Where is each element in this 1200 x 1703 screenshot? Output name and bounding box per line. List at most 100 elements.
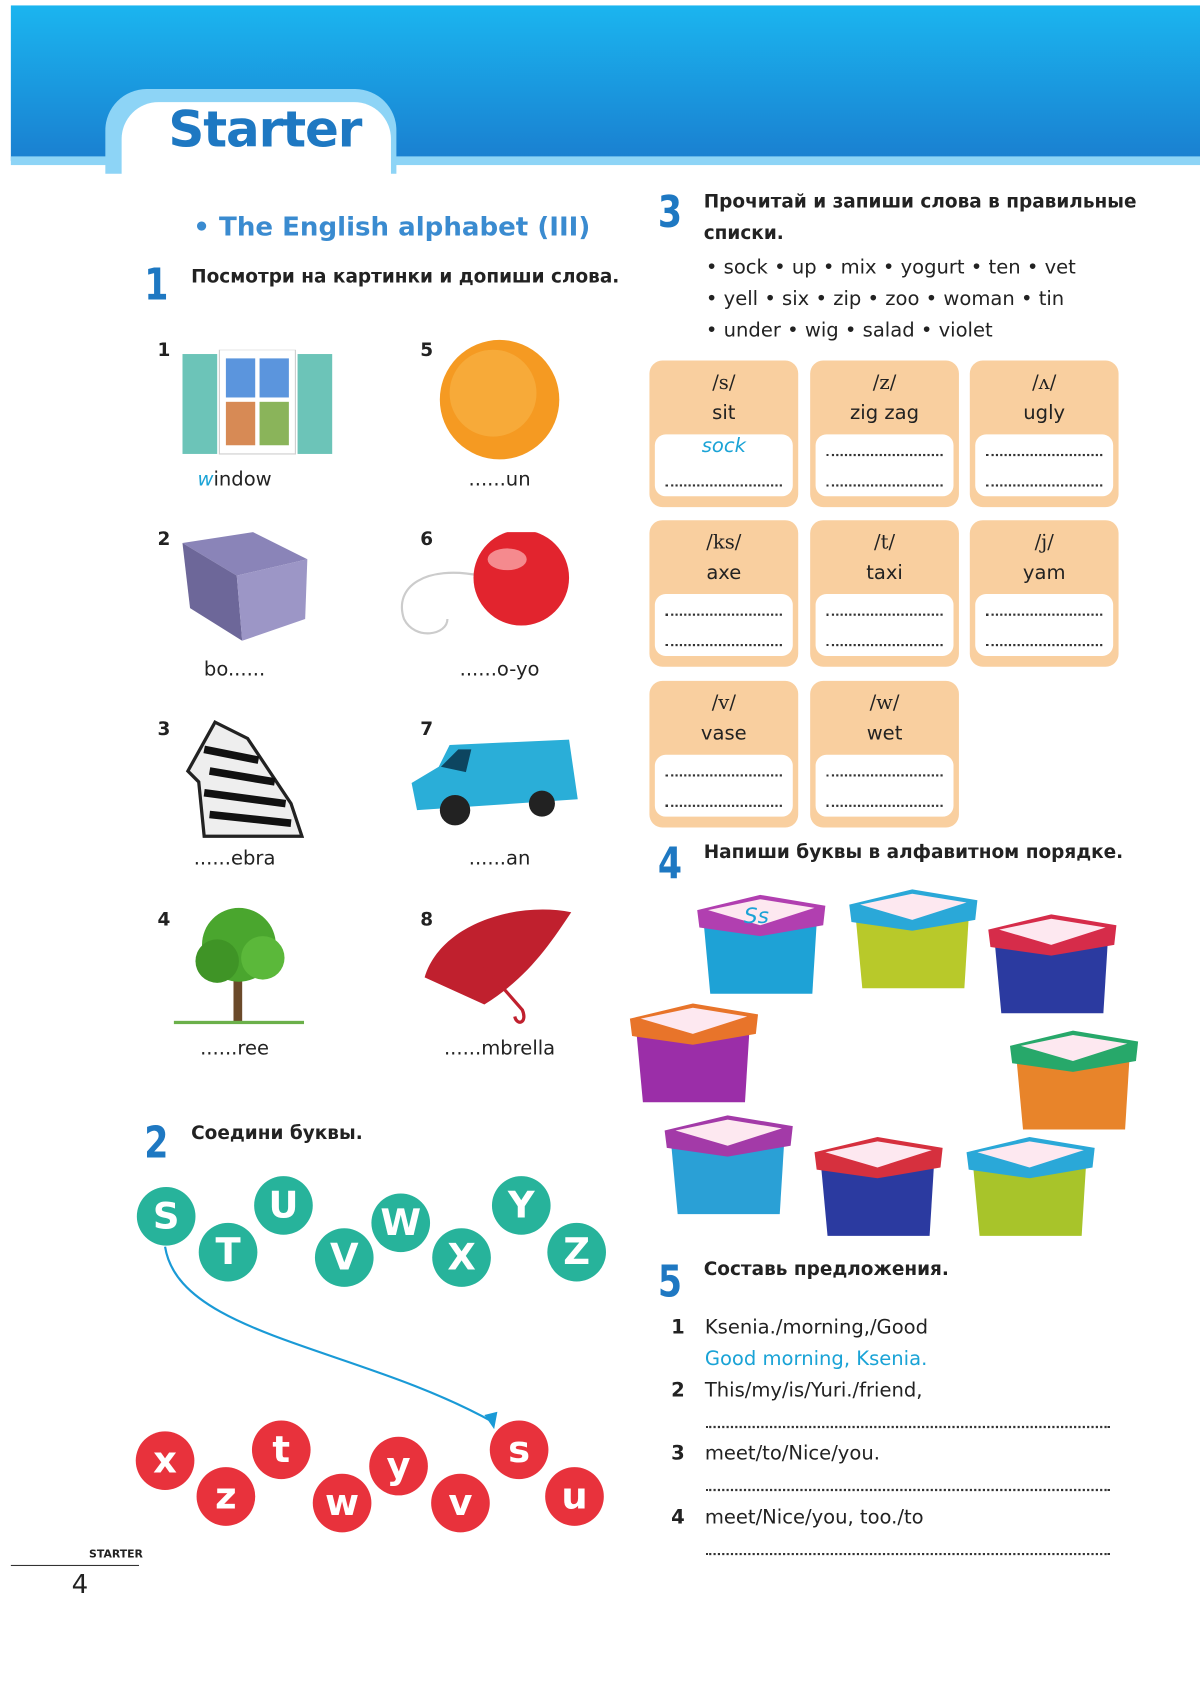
answer-box[interactable] (975, 594, 1114, 656)
answer-line[interactable] (826, 613, 943, 616)
uppercase-letter-circle[interactable]: S (136, 1186, 196, 1246)
uppercase-letter-circle[interactable]: X (432, 1228, 491, 1287)
sun-icon (439, 339, 560, 460)
example-word: sit (712, 401, 736, 425)
sound-card: /ʌ/ugly (969, 360, 1119, 508)
lowercase-letter-circle[interactable]: s (489, 1420, 549, 1480)
lowercase-letter-circle[interactable]: y (369, 1436, 428, 1496)
window-icon (182, 349, 333, 455)
letter-box[interactable]: Ss (695, 891, 831, 1000)
answer-line[interactable] (986, 453, 1103, 457)
picture-number: 1 (157, 339, 171, 362)
answer-line[interactable] (826, 804, 943, 807)
word-list-line: • sock • up • mix • yogurt • ten • vet (705, 256, 1076, 280)
example-word: yam (1022, 561, 1066, 585)
letter-box[interactable] (1008, 1026, 1144, 1135)
exercise-number-1: 1 (144, 260, 169, 311)
answer-line[interactable] (826, 484, 943, 487)
letter-box[interactable] (847, 885, 983, 994)
title-tab-inner (121, 102, 391, 179)
answer-line[interactable] (826, 774, 943, 777)
exercise-1-instruction: Посмотри на картинки и допиши слова. (191, 266, 620, 288)
header-stripe (10, 156, 1200, 166)
exercise-number-3: 3 (657, 187, 683, 238)
scrambled-sentence: meet/to/Nice/you. (704, 1442, 880, 1466)
word-label: ......un (468, 468, 531, 491)
footer-section: STARTER (89, 1548, 143, 1561)
picture-number: 4 (157, 908, 171, 931)
letter-box[interactable] (964, 1133, 1100, 1242)
uppercase-letter-circle[interactable]: T (198, 1222, 258, 1282)
sound-symbol: /ʌ/ (1032, 371, 1057, 395)
exercise-number-4: 4 (657, 839, 683, 890)
answer-box[interactable] (975, 434, 1114, 497)
uppercase-letter-circle[interactable]: Z (547, 1222, 606, 1282)
lowercase-letter-circle[interactable]: x (135, 1431, 195, 1490)
example-answer: Good morning, Ksenia. (704, 1347, 928, 1371)
tree-icon (173, 907, 305, 1025)
letter-box[interactable] (628, 999, 764, 1108)
answer-line[interactable] (665, 643, 782, 647)
sound-card: /j/yam (969, 520, 1119, 667)
page-title: Starter (168, 99, 362, 159)
sound-card: /t/taxi (810, 520, 959, 667)
lowercase-letter-circle[interactable]: z (196, 1467, 256, 1526)
answer-line[interactable] (665, 804, 782, 807)
picture-number: 5 (420, 339, 434, 362)
answer-line[interactable] (986, 484, 1103, 487)
word-label: ......mbrella (443, 1037, 556, 1060)
scrambled-sentence: Ksenia./morning,/Good (704, 1316, 929, 1340)
box-icon (182, 532, 308, 641)
answer-line[interactable] (705, 1488, 1110, 1492)
sound-symbol: /j/ (1034, 531, 1054, 554)
answer-line[interactable] (826, 643, 943, 647)
answer-line[interactable] (986, 613, 1103, 616)
answer-box[interactable] (815, 434, 954, 497)
example-word: wet (866, 722, 903, 745)
answer-line[interactable] (665, 774, 782, 777)
example-word: zig zag (850, 401, 920, 425)
sound-card: /z/zig zag (810, 360, 959, 508)
sentence-number: 1 (671, 1316, 685, 1340)
zebra-icon (185, 720, 305, 838)
lowercase-letter-circle[interactable]: v (431, 1473, 490, 1533)
answer-line[interactable] (705, 1552, 1110, 1556)
exercise-4-instruction: Напиши буквы в алфавитном порядке. (703, 841, 1124, 864)
lowercase-letter-circle[interactable]: w (312, 1473, 372, 1533)
scrambled-sentence: meet/Nice/you, too./to (704, 1506, 924, 1530)
uppercase-letter-circle[interactable]: V (314, 1228, 374, 1287)
example-word: vase (700, 722, 747, 745)
word-label: ......o-yo (459, 658, 540, 681)
uppercase-letter-circle[interactable]: U (254, 1176, 313, 1235)
example-word: taxi (866, 561, 903, 585)
example-word: ugly (1023, 401, 1066, 425)
answer-line[interactable] (665, 613, 782, 616)
uppercase-letter-circle[interactable]: W (371, 1193, 431, 1253)
answer-line[interactable] (705, 1425, 1110, 1429)
picture-number: 8 (420, 908, 434, 931)
yoyo-icon (400, 532, 570, 635)
answer-box[interactable] (654, 754, 793, 817)
answer-box[interactable] (815, 594, 954, 656)
letter-box[interactable] (986, 910, 1122, 1019)
sentence-number: 2 (671, 1379, 685, 1403)
answer-line[interactable] (665, 484, 782, 487)
answer-box[interactable] (815, 754, 954, 817)
sound-symbol: /t/ (874, 531, 896, 554)
answer-box[interactable] (654, 594, 793, 656)
letter-box[interactable] (662, 1111, 798, 1220)
sound-card: /ks/axe (649, 520, 799, 667)
letter-box[interactable] (812, 1133, 948, 1242)
uppercase-letter-circle[interactable]: Y (491, 1176, 551, 1235)
answer-line[interactable] (986, 643, 1103, 647)
sentence-number: 4 (671, 1506, 685, 1530)
lowercase-letter-circle[interactable]: t (251, 1420, 311, 1480)
answer-box[interactable]: sock (654, 434, 793, 497)
sound-symbol: /ks/ (706, 531, 742, 554)
lowercase-letter-circle[interactable]: u (545, 1467, 604, 1526)
sound-symbol: /z/ (872, 371, 897, 395)
example-word: axe (706, 561, 742, 585)
box-letter: Ss (744, 904, 769, 929)
answer-line[interactable] (826, 453, 943, 457)
